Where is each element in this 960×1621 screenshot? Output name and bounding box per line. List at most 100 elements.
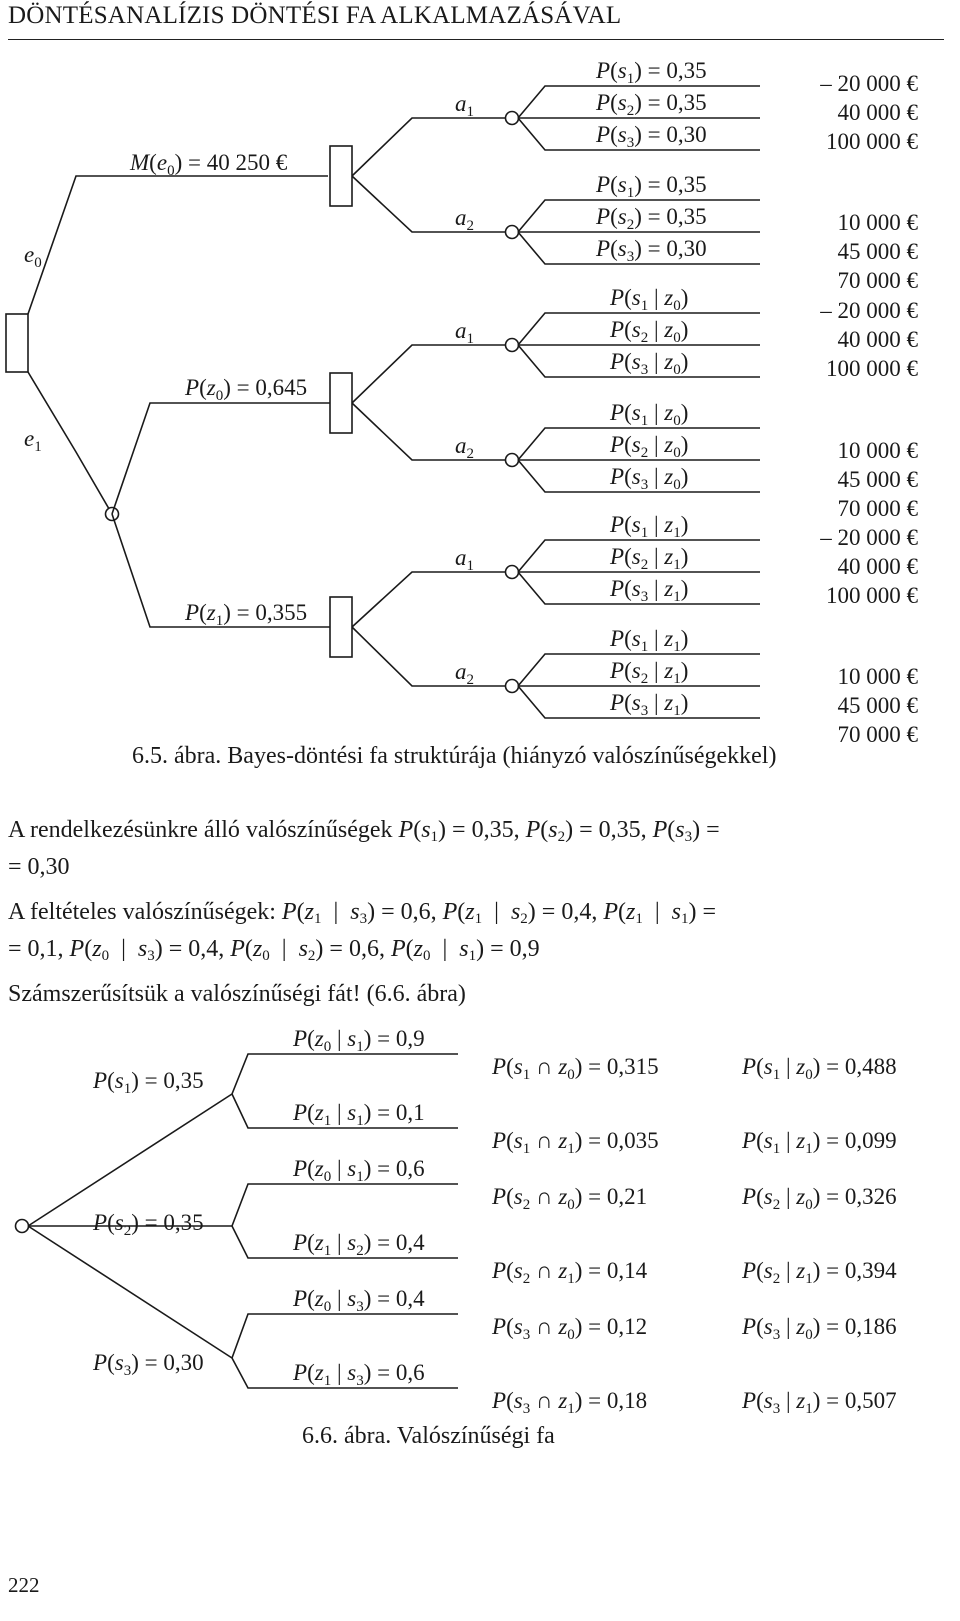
para2-t6: ) = 0,9: [476, 936, 540, 962]
action-label: a2: [455, 433, 474, 462]
state-chance-node: [504, 678, 520, 694]
payoff-value: 100 000 €: [826, 583, 919, 608]
outcome-probability: P(s1) = 0,35: [595, 172, 707, 201]
action-label: a1: [455, 91, 474, 120]
branch-state: [27, 1225, 233, 1359]
action-label: a2: [455, 205, 474, 234]
action-decision-node: [329, 596, 353, 658]
probability-tree: P(s1) = 0,35P(s2) = 0,35P(s3) = 0,30P(z0…: [14, 1026, 897, 1417]
outcome-probability: P(s3 | z1): [609, 690, 688, 719]
payoff-value: 45 000 €: [838, 693, 919, 718]
payoff-value: 70 000 €: [838, 722, 919, 747]
payoff-value: 70 000 €: [838, 268, 919, 293]
posterior-probability-label: P(s2 | z0) = 0,326: [741, 1184, 897, 1213]
outcome-probability: P(s2) = 0,35: [595, 204, 707, 233]
posterior-probability-label: P(s3 | z0) = 0,186: [741, 1314, 897, 1343]
outcome-branch: [517, 117, 760, 151]
state-chance-node: [504, 224, 520, 240]
paragraph-prior-probabilities: A rendelkezésünkre álló valószínűségek P…: [8, 817, 720, 880]
conditional-probability-label: P(z0 | s3) = 0,4: [292, 1286, 425, 1315]
action-branch: [351, 626, 512, 687]
payoff-value: 40 000 €: [838, 327, 919, 352]
outcome-probability: P(s2 | z0): [609, 432, 688, 461]
para2-t3: ) =: [688, 899, 717, 925]
conditional-probability-label: P(z1 | s1) = 0,1: [292, 1100, 425, 1129]
payoff-value: – 20 000 €: [819, 525, 918, 550]
joint-probability-label: P(s2 ∩ z1) = 0,14: [491, 1258, 648, 1287]
header-rule: [8, 39, 944, 40]
outcome-branch: [517, 459, 760, 493]
branch-signal: [231, 1093, 458, 1129]
payoff-value: 40 000 €: [838, 100, 919, 125]
para1-v2: ) = 0,35,: [565, 817, 653, 843]
action-branch: [351, 175, 512, 233]
outcome-probability: P(s2 | z0): [609, 317, 688, 346]
page-number: 222: [8, 1573, 40, 1597]
outcome-branch: [517, 539, 760, 573]
label-expected-value: M(e0) = 40 250 €: [129, 150, 288, 179]
joint-probability-label: P(s1 ∩ z0) = 0,315: [491, 1054, 659, 1083]
label-e1: e1: [24, 426, 42, 455]
outcome-probability: P(s2 | z1): [609, 544, 688, 573]
action-branch: [351, 344, 512, 404]
paragraph-conditional-probabilities: A feltételes valószínűségek: P(z1 | s3) …: [8, 899, 717, 964]
outcome-branch: [517, 653, 760, 687]
outcome-probability: P(s1 | z0): [609, 285, 688, 314]
branch-signal: [231, 1225, 458, 1259]
outcome-branch: [517, 344, 760, 378]
branch-signal: [231, 1053, 458, 1095]
outcome-branch: [517, 231, 760, 265]
payoff-value: 10 000 €: [838, 438, 919, 463]
paragraph-instruction: Számszerűsítsük a valószínűségi fát! (6.…: [8, 981, 466, 1007]
outcome-probability: P(s3) = 0,30: [595, 122, 707, 151]
outcome-probability: P(s1 | z1): [609, 626, 688, 655]
outcome-probability: P(s2 | z1): [609, 658, 688, 687]
payoff-value: 100 000 €: [826, 356, 919, 381]
label-pz0: P(z0) = 0,645: [184, 375, 307, 404]
joint-probability-label: P(s3 ∩ z1) = 0,18: [491, 1388, 647, 1417]
joint-probability-label: P(s1 ∩ z1) = 0,035: [491, 1128, 659, 1157]
posterior-probability-label: P(s1 | z1) = 0,099: [741, 1128, 897, 1157]
branch-e1: [27, 371, 113, 515]
action-label: a1: [455, 545, 474, 574]
payoff-value: 10 000 €: [838, 210, 919, 235]
para1-line2: = 0,30: [8, 854, 70, 880]
branch-state: [27, 1093, 233, 1227]
action-label: a1: [455, 318, 474, 347]
para1-intro: A rendelkezésünkre álló valószínűségek: [8, 817, 399, 843]
figure-caption-6-6: 6.6. ábra. Valószínűségi fa: [302, 1423, 555, 1449]
outcome-probability: P(s1 | z0): [609, 400, 688, 429]
outcome-probability: P(s3 | z1): [609, 576, 688, 605]
para1-v1: ) = 0,35,: [438, 817, 526, 843]
root-chance-node: [14, 1218, 30, 1234]
conditional-probability-label: P(z1 | s3) = 0,6: [292, 1360, 425, 1389]
action-branch: [351, 117, 512, 177]
figure-caption-6-5: 6.5. ábra. Bayes-döntési fa struktúrája …: [132, 743, 777, 769]
label-pz1: P(z1) = 0,355: [184, 600, 307, 629]
label-e0: e0: [24, 242, 42, 271]
outcome-probability: P(s3 | z0): [609, 464, 688, 493]
conditional-probability-label: P(z0 | s1) = 0,6: [292, 1156, 425, 1185]
state-chance-node: [504, 564, 520, 580]
state-chance-node: [504, 452, 520, 468]
outcome-probability: P(s2) = 0,35: [595, 90, 707, 119]
outcome-branch: [517, 427, 760, 461]
action-branch: [351, 571, 512, 628]
state-chance-node: [504, 110, 520, 126]
branch-signal: [231, 1357, 458, 1389]
posterior-probability-label: P(s3 | z1) = 0,507: [741, 1388, 897, 1417]
para2-line2-start: = 0,1,: [8, 936, 70, 962]
branch-z0: [111, 402, 330, 515]
para2-intro: A feltételes valószínűségek:: [8, 899, 282, 925]
conditional-probability-label: P(z0 | s1) = 0,9: [292, 1026, 425, 1055]
conditional-probability-label: P(z1 | s2) = 0,4: [292, 1230, 425, 1259]
para2-t1: ) = 0,6,: [367, 899, 443, 925]
para1-v3: ) =: [692, 817, 720, 843]
prior-probability-label: P(s3) = 0,30: [92, 1350, 204, 1379]
para2-t5: ) = 0,6,: [315, 936, 391, 962]
para2-t2: ) = 0,4,: [527, 899, 604, 925]
action-label: a2: [455, 659, 474, 688]
payoff-value: 40 000 €: [838, 554, 919, 579]
branch-e0: [27, 175, 328, 315]
